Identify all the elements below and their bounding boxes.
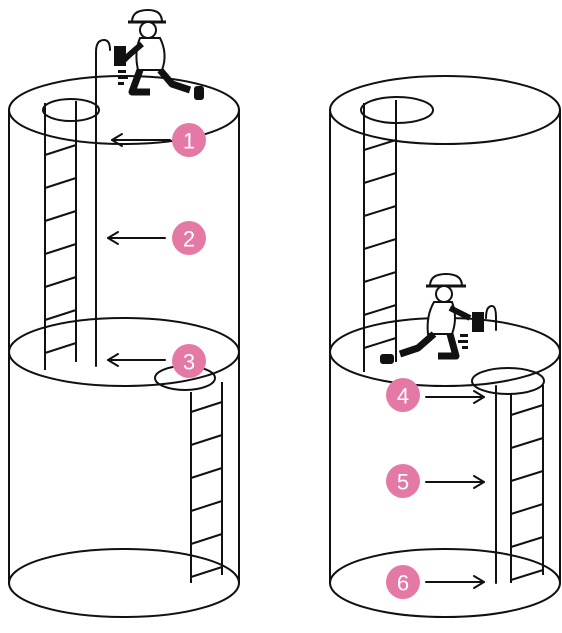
svg-text:5: 5 <box>397 470 409 495</box>
marker-3: 3 <box>107 344 206 378</box>
right-worker-icon <box>380 272 484 364</box>
left-bottom-ellipse <box>8 548 240 618</box>
svg-text:6: 6 <box>397 571 409 596</box>
left-tape-hook <box>95 39 111 53</box>
right-bottom-ellipse <box>329 548 561 618</box>
right-tank: 4 5 6 <box>329 75 561 618</box>
right-lower-ladder <box>510 385 544 583</box>
left-mid-floor <box>8 317 240 387</box>
marker-2: 2 <box>107 221 206 255</box>
left-top-hatch <box>42 98 100 122</box>
marker-4: 4 <box>386 378 485 412</box>
svg-text:4: 4 <box>397 384 409 409</box>
left-tank: 1 2 3 <box>8 8 240 618</box>
right-tape-hook <box>485 305 497 331</box>
left-lower-ladder <box>190 382 223 583</box>
svg-text:2: 2 <box>183 227 195 252</box>
marker-6: 6 <box>386 565 485 599</box>
left-upper-ladder <box>44 101 77 370</box>
marker-1: 1 <box>111 123 206 157</box>
svg-text:3: 3 <box>183 350 195 375</box>
left-worker-icon <box>114 8 204 100</box>
right-upper-ladder <box>363 100 397 372</box>
svg-text:1: 1 <box>183 129 195 154</box>
right-lower-hatch <box>471 367 545 395</box>
marker-5: 5 <box>386 464 485 498</box>
